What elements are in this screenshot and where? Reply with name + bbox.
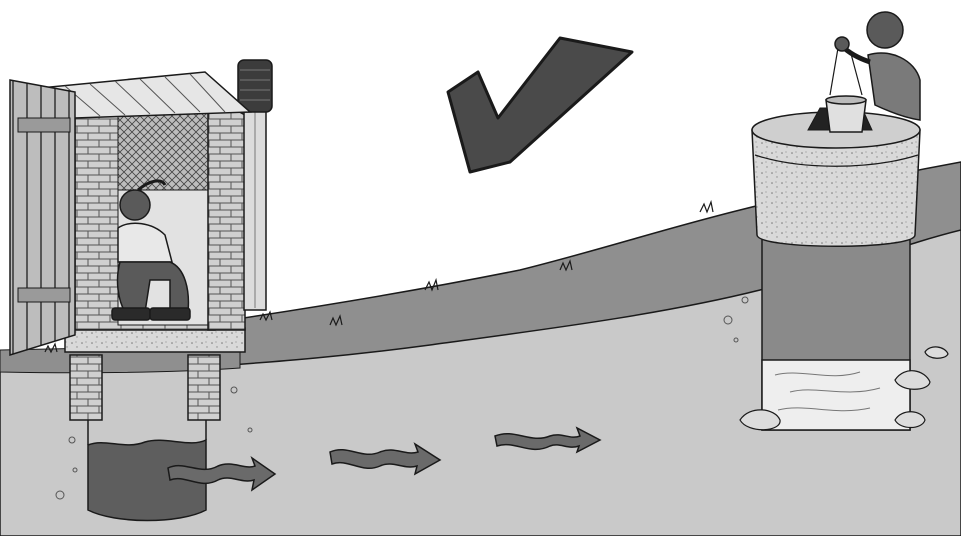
arrow-icon — [167, 456, 277, 492]
bucket-icon — [825, 47, 867, 133]
latrine-door — [9, 79, 76, 357]
checkmark-icon — [446, 36, 634, 174]
latrine-slab — [64, 327, 246, 353]
arrow-icon — [494, 426, 602, 454]
pit-contents — [87, 438, 207, 522]
well-icon — [739, 107, 949, 431]
child-icon — [111, 179, 191, 321]
soil-pebbles — [55, 296, 749, 500]
flow-arrows — [167, 426, 602, 492]
arrow-icon — [329, 442, 442, 476]
grass-tufts — [44, 199, 714, 354]
vent-cap — [237, 59, 273, 113]
latrine-pit — [69, 354, 221, 522]
well-water — [761, 359, 911, 431]
person-icon — [834, 11, 921, 121]
